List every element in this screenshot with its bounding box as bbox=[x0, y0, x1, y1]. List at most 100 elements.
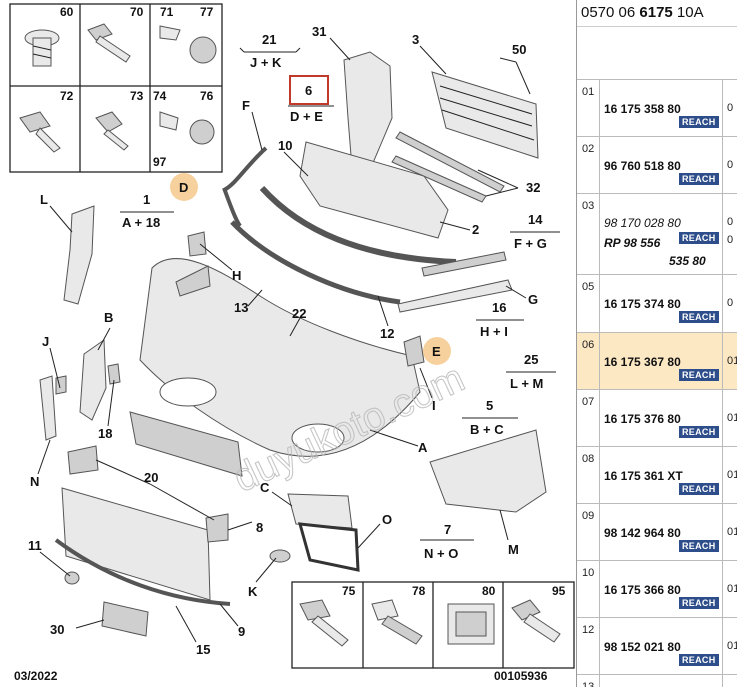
bracket-part-31 bbox=[343, 51, 393, 171]
part-number: 16 175 358 80 bbox=[604, 102, 681, 116]
callout-32[interactable]: 32 bbox=[526, 180, 540, 195]
callout-B[interactable]: B bbox=[104, 310, 113, 325]
ref-group-1[interactable]: 1 A + 18 bbox=[120, 192, 174, 230]
table-row[interactable]: 09 98 142 964 80 REACH 01 bbox=[577, 504, 737, 561]
table-row-selected[interactable]: 06 16 175 367 80 REACH 01 bbox=[577, 333, 737, 390]
reach-badge: REACH bbox=[679, 232, 719, 244]
reference-header: 0570 06 6175 10A bbox=[577, 0, 737, 27]
svg-text:N + O: N + O bbox=[424, 546, 458, 561]
svg-text:D + E: D + E bbox=[290, 109, 323, 124]
callout-20[interactable]: 20 bbox=[144, 470, 158, 485]
highlight-box bbox=[289, 75, 329, 105]
reach-badge: REACH bbox=[679, 483, 719, 495]
fastener-box-top: 60 70 71 77 72 73 74 76 97 bbox=[9, 3, 223, 173]
callout-12[interactable]: 12 bbox=[380, 326, 394, 341]
part-number: 98 170 028 80 bbox=[604, 216, 681, 230]
ref-group-5[interactable]: 5 B + C bbox=[462, 398, 518, 437]
table-row[interactable]: 07 16 175 376 80 REACH 01 bbox=[577, 390, 737, 447]
screw-icon bbox=[159, 25, 217, 64]
callout-10[interactable]: 10 bbox=[278, 138, 292, 153]
side-bracket-M bbox=[429, 429, 547, 513]
box-num-71[interactable]: 71 bbox=[160, 5, 174, 19]
box-num-75[interactable]: 75 bbox=[342, 584, 356, 598]
reach-badge: REACH bbox=[679, 173, 719, 185]
table-row[interactable]: 12 98 152 021 80 REACH 01 bbox=[577, 618, 737, 675]
fastener-box-bottom: 75 78 80 95 bbox=[291, 581, 575, 669]
screw-icon bbox=[19, 111, 61, 153]
table-row[interactable]: 10 16 175 366 80 REACH 01 bbox=[577, 561, 737, 618]
ref-group-21[interactable]: 21 J + K bbox=[239, 32, 301, 70]
box-num-72[interactable]: 72 bbox=[60, 89, 74, 103]
callout-31[interactable]: 31 bbox=[312, 24, 326, 39]
table-row[interactable]: 13 bbox=[577, 675, 737, 687]
bumper-cover-part-A bbox=[139, 258, 421, 457]
callout-13[interactable]: 13 bbox=[234, 300, 248, 315]
callout-50[interactable]: 50 bbox=[512, 42, 526, 57]
callout-9[interactable]: 9 bbox=[238, 624, 245, 639]
reach-badge: REACH bbox=[679, 369, 719, 381]
callout-K[interactable]: K bbox=[248, 584, 258, 599]
callout-E[interactable]: E bbox=[432, 344, 441, 359]
svg-text:H + I: H + I bbox=[480, 324, 508, 339]
screw-icon bbox=[371, 599, 423, 645]
table-row[interactable]: 03 98 170 028 80 REACH RP 98 556 535 80 … bbox=[577, 194, 737, 275]
callout-N[interactable]: N bbox=[30, 474, 39, 489]
svg-text:L + M: L + M bbox=[510, 376, 543, 391]
side-bracket-L bbox=[63, 205, 95, 305]
callout-O[interactable]: O bbox=[382, 512, 392, 527]
table-row[interactable]: 05 16 175 374 80 REACH 0 bbox=[577, 275, 737, 333]
box-num-97[interactable]: 97 bbox=[153, 155, 167, 169]
callouts: 31 3 50 10 F 32 2 D L H G 13 22 12 E B J… bbox=[28, 24, 540, 657]
box-num-95[interactable]: 95 bbox=[552, 584, 566, 598]
ref-group-6[interactable]: 6 D + E bbox=[288, 75, 334, 124]
callout-G[interactable]: G bbox=[528, 292, 538, 307]
part-number: 96 760 518 80 bbox=[604, 159, 681, 173]
svg-text:5: 5 bbox=[486, 398, 493, 413]
callout-18[interactable]: 18 bbox=[98, 426, 112, 441]
callout-C[interactable]: C bbox=[260, 480, 270, 495]
callout-8[interactable]: 8 bbox=[256, 520, 263, 535]
table-row[interactable]: 02 96 760 518 80 REACH 0 bbox=[577, 137, 737, 194]
callout-15[interactable]: 15 bbox=[196, 642, 210, 657]
box-num-78[interactable]: 78 bbox=[412, 584, 426, 598]
callout-L[interactable]: L bbox=[40, 192, 48, 207]
table-row[interactable]: 01 16 175 358 80 REACH 0 bbox=[577, 80, 737, 137]
callout-F[interactable]: F bbox=[242, 98, 250, 113]
box-num-70[interactable]: 70 bbox=[130, 5, 144, 19]
callout-3[interactable]: 3 bbox=[412, 32, 419, 47]
callout-D[interactable]: D bbox=[179, 180, 188, 195]
callout-H[interactable]: H bbox=[232, 268, 241, 283]
reach-badge: REACH bbox=[679, 426, 719, 438]
ref-group-16[interactable]: 16 H + I bbox=[476, 300, 524, 339]
svg-text:J + K: J + K bbox=[250, 55, 282, 70]
screw-icon bbox=[24, 29, 60, 67]
reach-badge: REACH bbox=[679, 597, 719, 609]
svg-text:F + G: F + G bbox=[514, 236, 547, 251]
reach-badge: REACH bbox=[679, 311, 719, 323]
callout-22[interactable]: 22 bbox=[292, 306, 306, 321]
callout-M[interactable]: M bbox=[508, 542, 519, 557]
ref-group-25[interactable]: 25 L + M bbox=[506, 352, 556, 391]
callout-I[interactable]: I bbox=[432, 398, 436, 413]
callout-11[interactable]: 11 bbox=[28, 538, 42, 553]
ref-group-14[interactable]: 14 F + G bbox=[510, 212, 560, 251]
box-num-77[interactable]: 77 bbox=[200, 5, 214, 19]
screw-icon bbox=[159, 111, 215, 145]
box-num-76[interactable]: 76 bbox=[200, 89, 214, 103]
box-num-60[interactable]: 60 bbox=[60, 5, 74, 19]
callout-J[interactable]: J bbox=[42, 334, 49, 349]
table-row[interactable]: 08 16 175 361 XT REACH 01 bbox=[577, 447, 737, 504]
part-number-rp: RP 98 556 bbox=[604, 236, 661, 250]
leader-lines bbox=[37, 37, 531, 643]
callout-2[interactable]: 2 bbox=[472, 222, 479, 237]
parts-list-panel: 0570 06 6175 10A 01 16 175 358 80 REACH … bbox=[576, 0, 737, 687]
ref-group-7[interactable]: 7 N + O bbox=[420, 522, 474, 561]
callout-30[interactable]: 30 bbox=[50, 622, 64, 637]
box-num-73[interactable]: 73 bbox=[130, 89, 144, 103]
svg-text:21: 21 bbox=[262, 32, 276, 47]
box-num-80[interactable]: 80 bbox=[482, 584, 496, 598]
screw-icon bbox=[87, 23, 131, 63]
table-header bbox=[577, 27, 737, 80]
callout-A[interactable]: A bbox=[418, 440, 428, 455]
box-num-74[interactable]: 74 bbox=[153, 89, 167, 103]
